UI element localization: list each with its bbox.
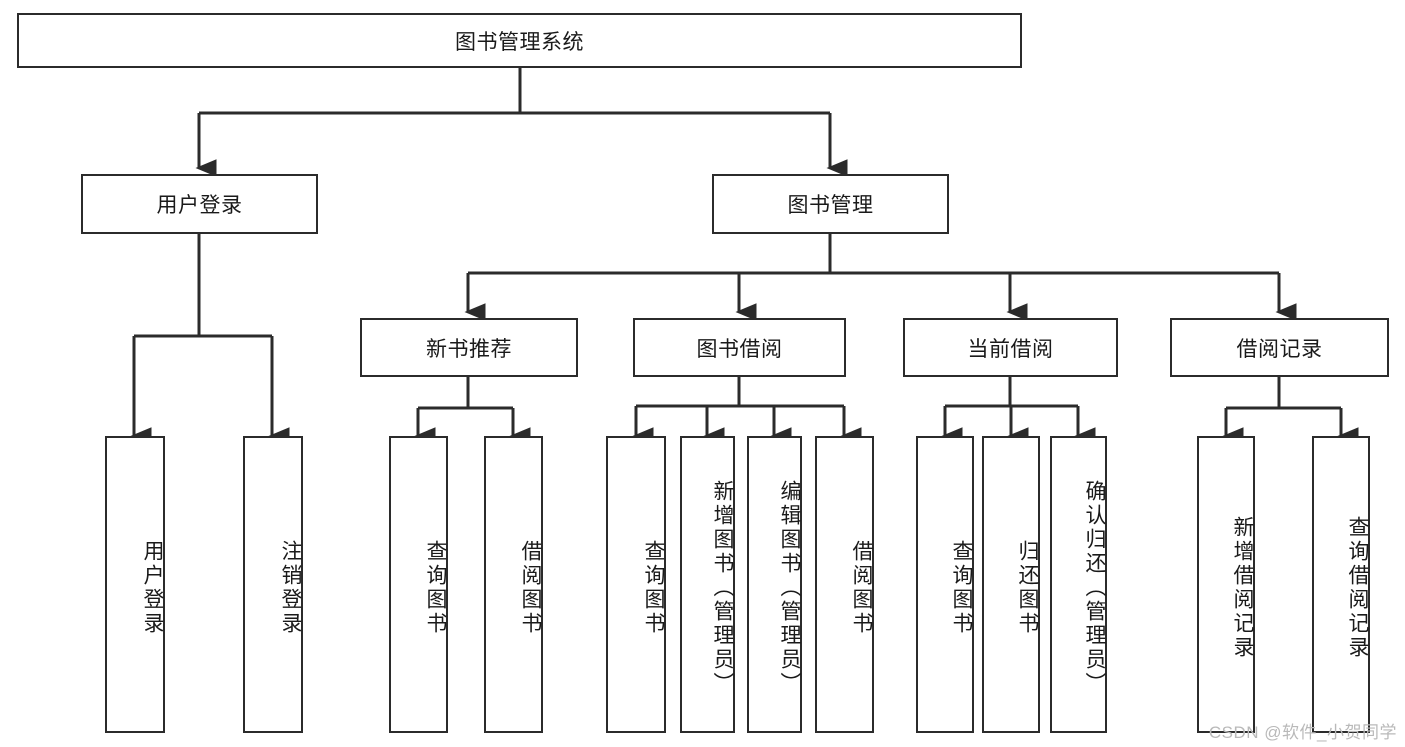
node-book-manage[interactable]: 图书管理 [712,174,949,234]
node-leaf-edit-book[interactable]: 编辑图书（管理员） [747,436,802,733]
node-book-borrow[interactable]: 图书借阅 [633,318,846,377]
node-leaf-borrow-book-1-label: 借阅图书 [519,539,542,636]
node-leaf-add-record-label: 新增借阅记录 [1231,515,1254,660]
node-user-login[interactable]: 用户登录 [81,174,318,234]
node-leaf-add-book-label: 新增图书（管理员） [711,479,734,696]
node-leaf-return-book-label: 归还图书 [1016,539,1039,636]
node-root-label: 图书管理系统 [455,30,584,54]
node-leaf-query-book-3-label: 查询图书 [950,539,973,636]
node-leaf-query-book-1-label: 查询图书 [424,539,447,636]
node-leaf-borrow-book-2[interactable]: 借阅图书 [815,436,874,733]
node-leaf-confirm-return[interactable]: 确认归还（管理员） [1050,436,1107,733]
node-leaf-add-book[interactable]: 新增图书（管理员） [680,436,735,733]
node-leaf-user-login[interactable]: 用户登录 [105,436,165,733]
node-leaf-query-book-1[interactable]: 查询图书 [389,436,448,733]
node-leaf-return-book[interactable]: 归还图书 [982,436,1040,733]
node-current-borrow-label: 当前借阅 [967,337,1054,361]
node-leaf-query-book-2-label: 查询图书 [642,539,665,636]
node-new-book-recommend-label: 新书推荐 [426,337,512,361]
node-new-book-recommend[interactable]: 新书推荐 [360,318,578,377]
node-book-manage-label: 图书管理 [787,194,874,217]
node-leaf-confirm-return-label: 确认归还（管理员） [1083,479,1106,696]
node-leaf-borrow-book-2-label: 借阅图书 [850,539,873,636]
watermark: CSDN @软件_小贺同学 [1208,723,1397,742]
node-leaf-query-book-2[interactable]: 查询图书 [606,436,666,733]
node-leaf-add-record[interactable]: 新增借阅记录 [1197,436,1255,733]
node-leaf-borrow-book-1[interactable]: 借阅图书 [484,436,543,733]
node-leaf-user-login-label: 用户登录 [141,539,164,636]
node-borrow-record[interactable]: 借阅记录 [1170,318,1389,377]
node-leaf-logout-login[interactable]: 注销登录 [243,436,303,733]
node-leaf-query-record[interactable]: 查询借阅记录 [1312,436,1370,733]
node-user-login-label: 用户登录 [156,194,243,217]
node-leaf-query-book-3[interactable]: 查询图书 [916,436,974,733]
node-book-borrow-label: 图书借阅 [696,337,783,361]
node-borrow-record-label: 借阅记录 [1236,337,1323,361]
node-leaf-query-record-label: 查询借阅记录 [1346,515,1369,660]
node-current-borrow[interactable]: 当前借阅 [903,318,1118,377]
node-root[interactable]: 图书管理系统 [17,13,1022,68]
node-leaf-logout-login-label: 注销登录 [279,539,302,636]
node-leaf-edit-book-label: 编辑图书（管理员） [778,479,801,696]
